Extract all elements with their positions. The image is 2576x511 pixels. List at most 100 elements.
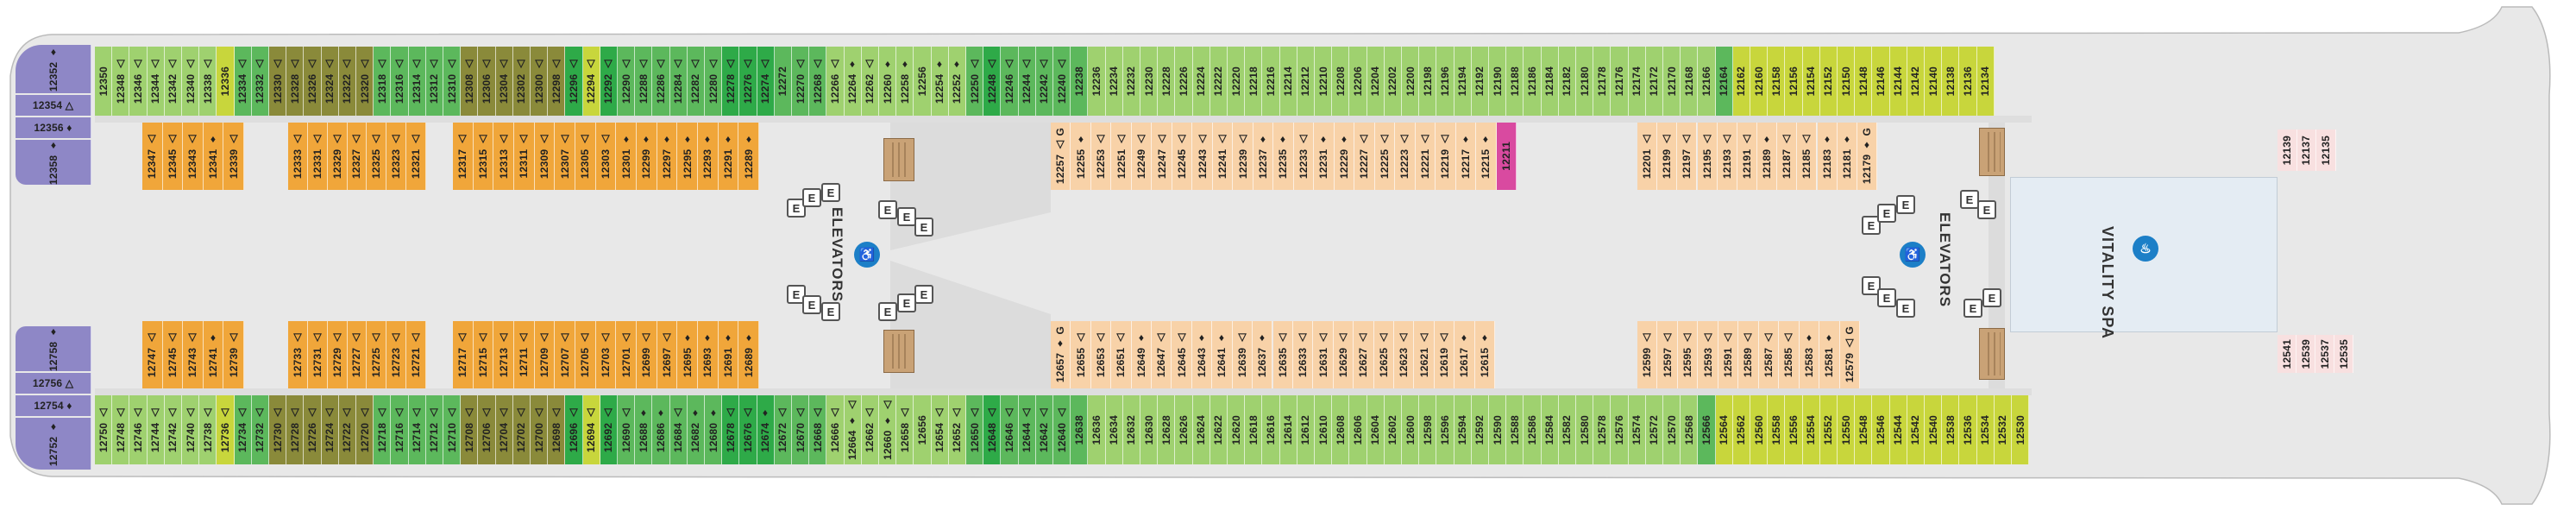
cabin-12307[interactable]: 12307 △	[555, 123, 575, 190]
cabin-12634[interactable]: 12634	[1105, 395, 1123, 464]
cabin-12298[interactable]: 12298 △	[548, 47, 566, 116]
cabin-12286[interactable]: 12286 △	[652, 47, 670, 116]
cabin-12564[interactable]: 12564	[1715, 395, 1733, 464]
cabin-12312[interactable]: 12312 △	[425, 47, 443, 116]
cabin-12142[interactable]: 12142	[1907, 47, 1925, 116]
cabin-12689[interactable]: 12689 ♦	[738, 321, 759, 388]
cabin-12544[interactable]: 12544	[1889, 395, 1907, 464]
cabin-12750[interactable]: 12750 △	[95, 395, 113, 464]
cabin-12196[interactable]: 12196	[1436, 47, 1454, 116]
cabin-12662[interactable]: 12662 △	[861, 395, 879, 464]
cabin-12134[interactable]: 12134	[1976, 47, 1995, 116]
cabin-12330[interactable]: 12330 △	[269, 47, 287, 116]
cabin-12651[interactable]: 12651 △	[1111, 321, 1132, 388]
cabin-12606[interactable]: 12606	[1349, 395, 1367, 464]
cabin-12180[interactable]: 12180	[1576, 47, 1594, 116]
cabin-12324[interactable]: 12324 △	[321, 47, 339, 116]
cabin-12668[interactable]: 12668 △	[809, 395, 827, 464]
cabin-12182[interactable]: 12182	[1558, 47, 1576, 116]
cabin-12135[interactable]: 12135	[2316, 129, 2336, 171]
cabin-12617[interactable]: 12617 ♦	[1454, 321, 1475, 388]
cabin-12241[interactable]: 12241 △	[1212, 123, 1234, 190]
cabin-12140[interactable]: 12140	[1925, 47, 1943, 116]
cabin-12653[interactable]: 12653 △	[1090, 321, 1112, 388]
cabin-12250[interactable]: 12250 △	[966, 47, 984, 116]
cabin-12215[interactable]: 12215 ♦	[1476, 123, 1497, 190]
cabin-12341[interactable]: 12341 ♦	[203, 123, 224, 190]
cabin-12610[interactable]: 12610	[1315, 395, 1333, 464]
cabin-12638[interactable]: 12638	[1071, 395, 1089, 464]
cabin-12658[interactable]: 12658 △	[896, 395, 914, 464]
cabin-12702[interactable]: 12702 △	[512, 395, 531, 464]
cabin-12724[interactable]: 12724 △	[321, 395, 339, 464]
cabin-12541[interactable]: 12541	[2278, 335, 2296, 373]
cabin-12245[interactable]: 12245 △	[1172, 123, 1193, 190]
cabin-12350[interactable]: 12350	[95, 47, 113, 116]
cabin-12690[interactable]: 12690 △	[618, 395, 636, 464]
cabin-12670[interactable]: 12670 △	[792, 395, 810, 464]
cabin-12593[interactable]: 12593 △	[1698, 321, 1718, 388]
cabin-12598[interactable]: 12598	[1419, 395, 1437, 464]
cabin-12539[interactable]: 12539	[2296, 335, 2315, 373]
cabin-12206[interactable]: 12206	[1349, 47, 1367, 116]
cabin-12234[interactable]: 12234	[1105, 47, 1123, 116]
cabin-12739[interactable]: 12739 △	[223, 321, 244, 388]
cabin-12320[interactable]: 12320 △	[356, 47, 374, 116]
cabin-12137[interactable]: 12137	[2296, 129, 2317, 171]
cabin-12740[interactable]: 12740 △	[182, 395, 200, 464]
cabin-12707[interactable]: 12707 △	[555, 321, 575, 388]
cabin-12597[interactable]: 12597 △	[1657, 321, 1678, 388]
cabin-12154[interactable]: 12154	[1802, 47, 1820, 116]
cabin-12568[interactable]: 12568	[1681, 395, 1699, 464]
cabin-12224[interactable]: 12224	[1192, 47, 1210, 116]
cabin-12246[interactable]: 12246 △	[1001, 47, 1019, 116]
cabin-12637[interactable]: 12637 ♦	[1253, 321, 1273, 388]
cabin-12618[interactable]: 12618	[1245, 395, 1263, 464]
cabin-12190[interactable]: 12190	[1489, 47, 1507, 116]
cabin-12592[interactable]: 12592	[1471, 395, 1489, 464]
cabin-12657[interactable]: 12657 ♦ G	[1051, 321, 1071, 388]
cabin-12216[interactable]: 12216	[1262, 47, 1280, 116]
cabin-12233[interactable]: 12233 △	[1293, 123, 1315, 190]
cabin-12338[interactable]: 12338 △	[199, 47, 217, 116]
cabin-12197[interactable]: 12197 △	[1677, 123, 1698, 190]
cabin-12684[interactable]: 12684 △	[669, 395, 688, 464]
cabin-12648[interactable]: 12648 △	[983, 395, 1002, 464]
cabin-12664[interactable]: 12664 ♦ △	[844, 395, 862, 464]
cabin-12612[interactable]: 12612	[1297, 395, 1315, 464]
cabin-12260[interactable]: 12260 ♦	[879, 47, 897, 116]
cabin-12201[interactable]: 12201 △	[1637, 123, 1658, 190]
cabin-12221[interactable]: 12221 △	[1415, 123, 1436, 190]
cabin-12586[interactable]: 12586	[1524, 395, 1542, 464]
cabin-12199[interactable]: 12199 △	[1657, 123, 1678, 190]
cabin-12647[interactable]: 12647 △	[1152, 321, 1172, 388]
cabin-12643[interactable]: 12643 ♦	[1191, 321, 1213, 388]
cabin-12150[interactable]: 12150	[1838, 47, 1856, 116]
cabin-12733[interactable]: 12733 △	[288, 321, 308, 388]
cabin-12289[interactable]: 12289 ♦	[738, 123, 759, 190]
cabin-12264[interactable]: 12264 ♦	[844, 47, 862, 116]
cabin-12249[interactable]: 12249 △	[1131, 123, 1153, 190]
cabin-12716[interactable]: 12716 △	[391, 395, 409, 464]
suite-12354[interactable]: 12354 △	[16, 95, 91, 116]
cabin-12554[interactable]: 12554	[1802, 395, 1820, 464]
cabin-12585[interactable]: 12585 △	[1779, 321, 1800, 388]
cabin-12226[interactable]: 12226	[1175, 47, 1193, 116]
cabin-12721[interactable]: 12721 △	[406, 321, 426, 388]
cabin-12723[interactable]: 12723 △	[386, 321, 407, 388]
cabin-12340[interactable]: 12340 △	[182, 47, 200, 116]
cabin-12580[interactable]: 12580	[1576, 395, 1594, 464]
cabin-12656[interactable]: 12656	[914, 395, 932, 464]
cabin-12299[interactable]: 12299 ♦	[637, 123, 657, 190]
cabin-12194[interactable]: 12194	[1454, 47, 1472, 116]
suite-12754[interactable]: 12754 ♦	[16, 395, 91, 416]
cabin-12253[interactable]: 12253 △	[1090, 123, 1112, 190]
cabin-12718[interactable]: 12718 △	[374, 395, 392, 464]
cabin-12223[interactable]: 12223 △	[1395, 123, 1416, 190]
cabin-12660[interactable]: 12660 ♦ △	[879, 395, 897, 464]
cabin-12615[interactable]: 12615 ♦	[1474, 321, 1495, 388]
cabin-12542[interactable]: 12542	[1907, 395, 1925, 464]
cabin-12548[interactable]: 12548	[1855, 395, 1873, 464]
cabin-12308[interactable]: 12308 △	[461, 47, 479, 116]
cabin-12268[interactable]: 12268 △	[809, 47, 827, 116]
